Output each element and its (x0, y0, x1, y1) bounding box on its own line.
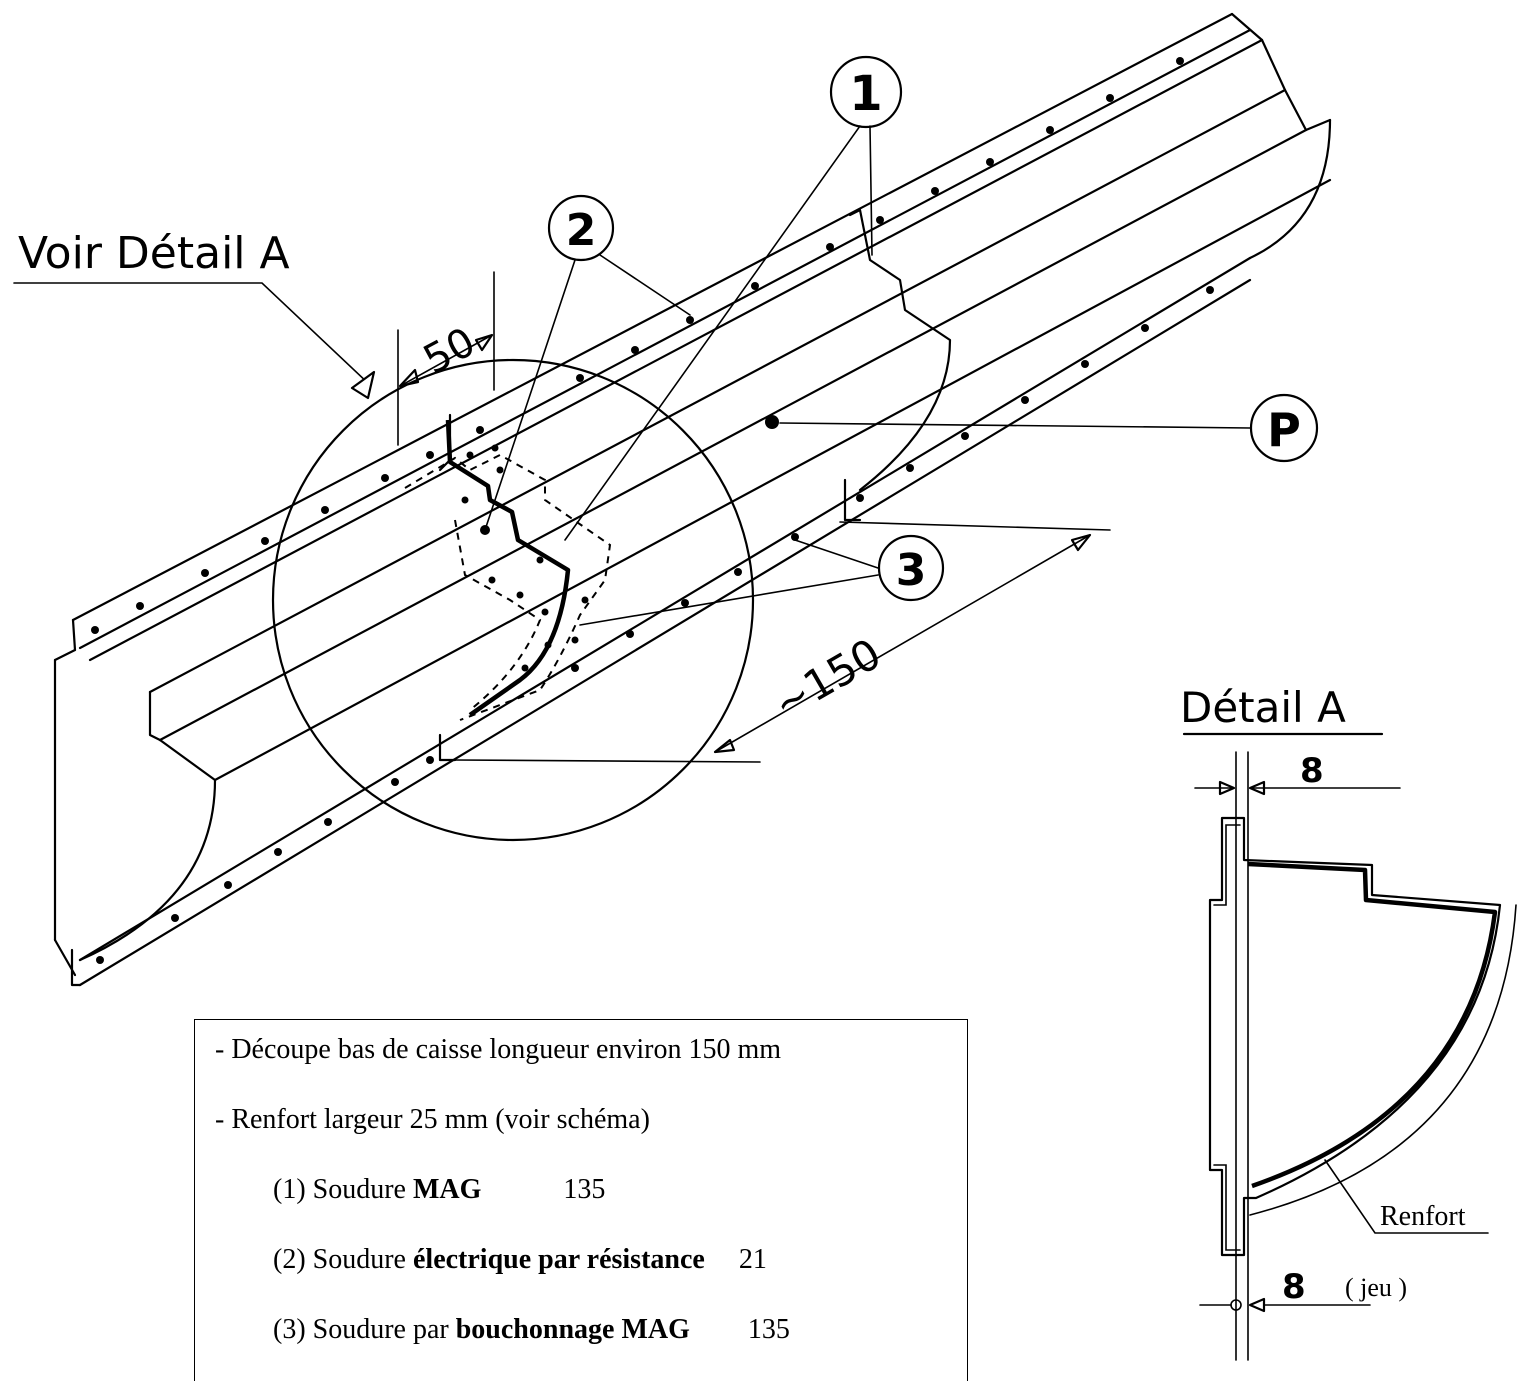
detail-bottom-dim: 8 (1282, 1267, 1306, 1307)
legend-line-cut: - Découpe bas de caisse longueur environ… (215, 1034, 782, 1065)
callout-2: 2 (484, 194, 691, 531)
spot-welds-top (91, 57, 1184, 634)
dimension-150: ~150 (454, 521, 1111, 763)
svg-text:1: 1 (849, 66, 882, 122)
renfort-label: Renfort (1380, 1201, 1466, 1232)
svg-text:P: P (1267, 403, 1301, 457)
detail-circle (271, 358, 755, 842)
weld-legend: - Découpe bas de caisse longueur environ… (194, 1019, 968, 1381)
svg-text:~150: ~150 (765, 629, 889, 729)
callout-1: 1 (564, 55, 903, 541)
spot-welds-bottom (96, 286, 1214, 964)
dimension-50: 50 (397, 271, 495, 446)
legend-line-reinforcement: - Renfort largeur 25 mm (voir schéma) (215, 1104, 650, 1135)
detail-a: Détail A 8 Renfort 8 ( jeu ) (1180, 683, 1517, 1361)
svg-text:3: 3 (896, 545, 927, 596)
see-detail-label: Voir Détail A (13, 228, 376, 400)
p-point-dot (765, 415, 779, 429)
detail-top-dim: 8 (1300, 751, 1324, 791)
sill-panel-drawing (53, 12, 1332, 987)
svg-text:2: 2 (566, 205, 597, 256)
reinforcement-patch (404, 419, 612, 721)
svg-text:Voir Détail A: Voir Détail A (18, 228, 290, 279)
detail-title: Détail A (1180, 683, 1346, 732)
svg-text:50: 50 (416, 319, 483, 384)
callout-p: P (1249, 393, 1319, 463)
callout-3: 3 (579, 534, 945, 626)
detail-bottom-dim-note: ( jeu ) (1345, 1273, 1407, 1302)
